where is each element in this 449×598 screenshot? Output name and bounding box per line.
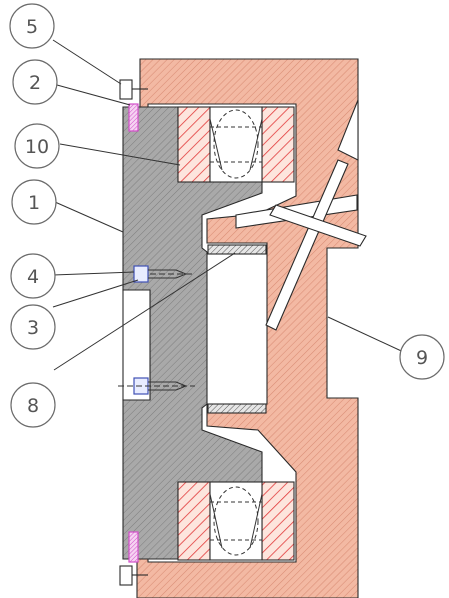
svg-text:8: 8 bbox=[27, 395, 39, 417]
oil-channel-cross bbox=[269, 204, 367, 247]
callout-10: 10 bbox=[14, 123, 60, 169]
oil-channel-diagonal bbox=[265, 159, 349, 331]
callout-4: 4 bbox=[10, 253, 56, 299]
upper-bearing bbox=[177, 106, 295, 183]
screw-upper bbox=[133, 265, 195, 283]
leader-3 bbox=[52, 279, 139, 308]
svg-text:4: 4 bbox=[27, 266, 39, 288]
leader-lines bbox=[52, 39, 411, 371]
svg-text:9: 9 bbox=[416, 347, 428, 369]
leader-1 bbox=[54, 201, 124, 233]
callout-5: 5 bbox=[9, 3, 55, 49]
callout-1: 1 bbox=[11, 179, 57, 225]
housing-top-face bbox=[337, 99, 359, 161]
svg-text:10: 10 bbox=[25, 136, 49, 158]
sleeve-top bbox=[207, 244, 267, 255]
shaft-recess bbox=[122, 289, 151, 401]
leader-2 bbox=[56, 84, 131, 106]
svg-text:5: 5 bbox=[26, 16, 38, 38]
leader-9 bbox=[327, 316, 411, 356]
leader-4 bbox=[52, 271, 135, 276]
bolt-head-top bbox=[119, 79, 133, 100]
sleeve-bottom bbox=[207, 403, 267, 414]
leader-5 bbox=[52, 39, 122, 85]
svg-text:2: 2 bbox=[29, 72, 41, 94]
svg-text:1: 1 bbox=[28, 192, 40, 214]
leader-10 bbox=[59, 143, 181, 166]
svg-text:3: 3 bbox=[27, 317, 39, 339]
callout-3: 3 bbox=[10, 304, 56, 350]
callout-9: 9 bbox=[399, 334, 445, 380]
lower-bearing bbox=[177, 481, 295, 561]
seal-bottom bbox=[128, 531, 139, 563]
callout-8: 8 bbox=[10, 382, 56, 428]
callout-2: 2 bbox=[12, 59, 58, 105]
screw-lower bbox=[118, 377, 195, 395]
bolt-head-bottom bbox=[119, 565, 133, 586]
seal-top bbox=[128, 103, 139, 132]
leader-8 bbox=[53, 252, 236, 371]
